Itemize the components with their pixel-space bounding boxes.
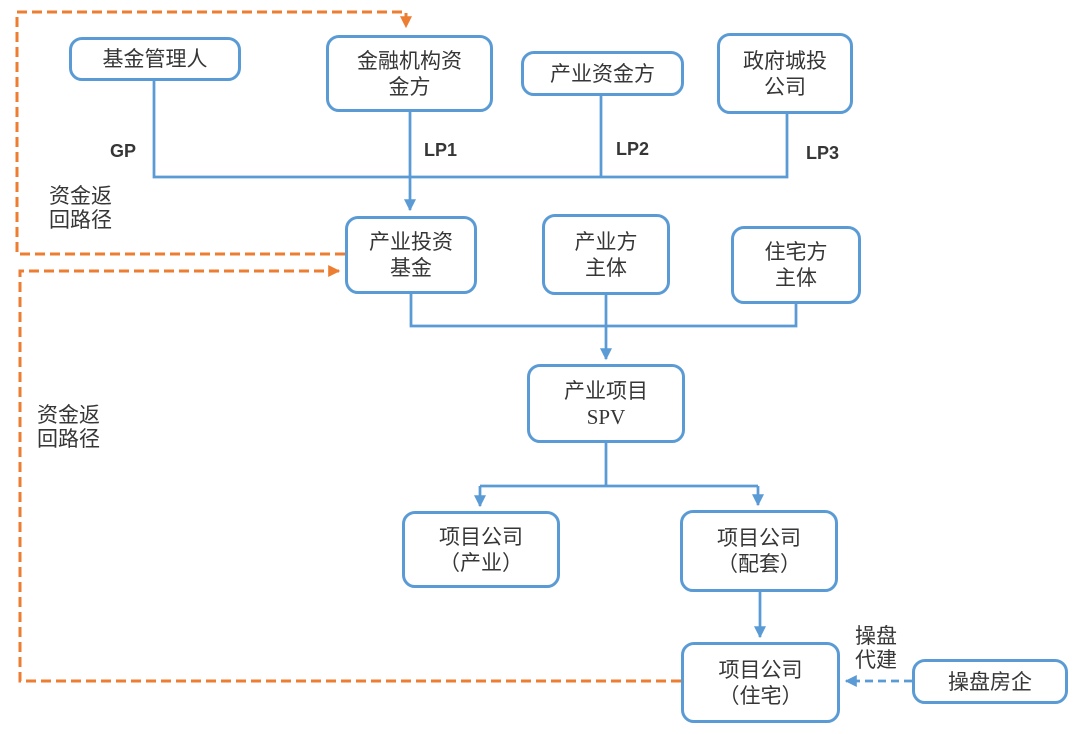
label-gp: GP xyxy=(110,141,137,161)
node-project-company-supporting: 项目公司 （配套） xyxy=(680,510,838,592)
node-operating-developer: 操盘房企 xyxy=(912,659,1068,704)
label-capital-return-path-left: 资金返 回路径 xyxy=(37,403,100,451)
label-lp1: LP1 xyxy=(424,140,458,160)
node-industry-project-spv: 产业项目 SPV xyxy=(527,364,685,443)
label-lp3: LP3 xyxy=(806,143,840,163)
node-industry-entity: 产业方 主体 xyxy=(542,214,670,295)
node-financial-institution-capital: 金融机构资 金方 xyxy=(326,35,493,112)
label-lp2: LP2 xyxy=(616,139,650,159)
node-residential-entity: 住宅方 主体 xyxy=(731,226,861,304)
label-capital-return-path-top: 资金返 回路径 xyxy=(49,184,112,232)
node-fund-manager: 基金管理人 xyxy=(69,37,241,81)
return-path-fund-to-financial-institution xyxy=(15,10,412,256)
node-project-company-industry: 项目公司 （产业） xyxy=(402,511,560,588)
node-government-urban-investment: 政府城投 公司 xyxy=(717,33,853,114)
node-industry-capital: 产业资金方 xyxy=(521,51,684,96)
node-industry-investment-fund: 产业投资 基金 xyxy=(345,216,477,294)
edge-entities-bus xyxy=(409,293,798,328)
label-operate-and-build: 操盘 代建 xyxy=(855,624,897,672)
edge-investors-bus xyxy=(152,80,789,179)
return-path-residential-to-fund xyxy=(18,265,681,683)
node-project-company-residential: 项目公司 （住宅） xyxy=(681,642,840,723)
